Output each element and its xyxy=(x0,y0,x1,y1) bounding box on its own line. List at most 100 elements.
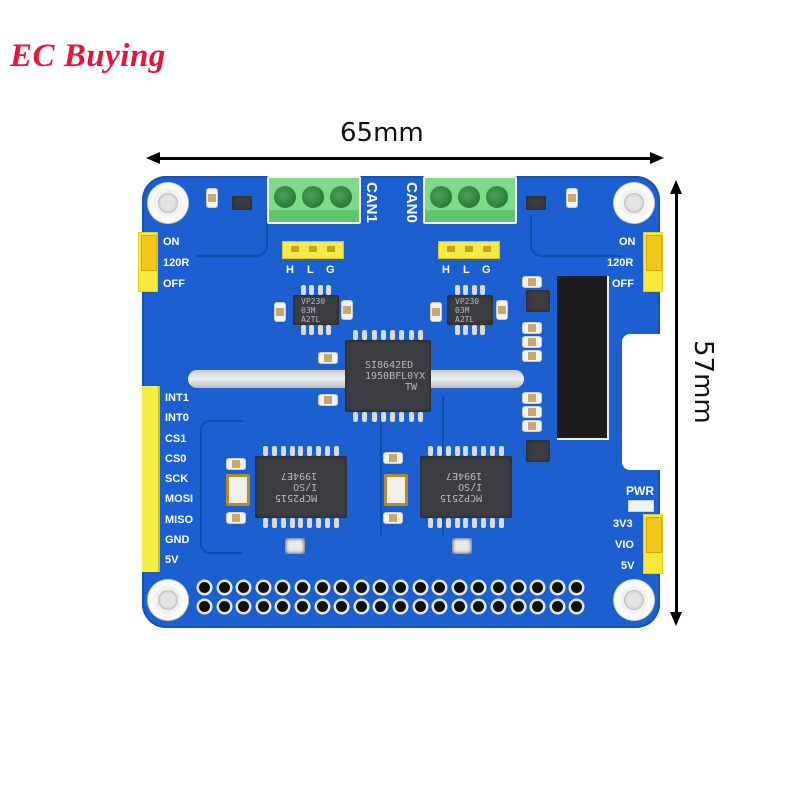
capacitor xyxy=(383,512,403,524)
screw-icon[interactable] xyxy=(430,186,452,208)
pin-label-cs0: CS0 xyxy=(165,452,187,465)
pin-label-cs1: CS1 xyxy=(165,432,187,445)
power-5v-label: 5V xyxy=(621,560,635,572)
can-transceiver-left: VP230 03M A2TL xyxy=(293,285,339,335)
pwr-label: PWR xyxy=(626,484,654,498)
right-jumper-off-label: OFF xyxy=(612,278,634,290)
screw-icon[interactable] xyxy=(486,186,508,208)
pin-label-miso: MISO xyxy=(165,513,194,526)
transistor xyxy=(232,196,252,210)
capacitor xyxy=(522,276,542,288)
resistor xyxy=(206,188,218,208)
screw-icon[interactable] xyxy=(274,186,296,208)
can-transceiver-right: VP230 03M A2TL xyxy=(447,285,493,335)
can1-terminal-block[interactable] xyxy=(267,176,361,224)
pin-label-mosi: MOSI xyxy=(165,493,194,506)
can0-label: CAN0 xyxy=(403,182,420,223)
spi-pin-header[interactable] xyxy=(142,386,160,572)
arrow-up-icon xyxy=(670,180,682,194)
left-jumper-off-label: OFF xyxy=(163,278,185,290)
pin-label-gnd: GND xyxy=(165,534,190,547)
resistor-array xyxy=(452,538,472,554)
pcb-trace xyxy=(200,420,242,554)
capacitor xyxy=(318,394,338,406)
chip-marking: MCP2515 I/SO 1994E7 xyxy=(440,470,483,503)
brand-logo: EC Buying xyxy=(10,38,166,74)
can1-pin-l: L xyxy=(307,264,314,276)
terminal-base xyxy=(269,210,359,222)
capacitor xyxy=(522,350,542,362)
power-vio-label: VIO xyxy=(615,539,634,551)
screw-icon[interactable] xyxy=(330,186,352,208)
crystal-oscillator xyxy=(384,474,408,506)
pcb-trace xyxy=(530,215,622,257)
mounting-hole xyxy=(614,183,654,223)
can-controller-right: MCP2515 I/SO 1994E7 xyxy=(420,446,512,528)
voltage-regulator xyxy=(526,440,550,462)
pcb-trace xyxy=(196,215,268,257)
can1-pin-header[interactable] xyxy=(282,241,344,259)
capacitor xyxy=(318,352,338,364)
capacitor xyxy=(522,420,542,432)
left-jumper-120r-label: 120R xyxy=(163,257,190,269)
mounting-hole xyxy=(148,580,188,620)
capacitor xyxy=(522,392,542,404)
mounting-hole xyxy=(614,580,654,620)
gpio-header-row-top xyxy=(199,582,583,593)
chip-marking: VP230 03M A2TL xyxy=(455,297,480,324)
can0-pin-h: H xyxy=(442,264,450,276)
chip-marking: SI8642ED 1950BFL0YX TW xyxy=(365,360,426,393)
capacitor xyxy=(226,458,246,470)
pin-label-int1: INT1 xyxy=(165,392,189,404)
board-notch xyxy=(622,334,662,470)
width-dimension-line xyxy=(152,157,652,160)
mounting-hole xyxy=(148,183,188,223)
power-led xyxy=(628,500,654,512)
chip-marking: MCP2515 I/SO 1994E7 xyxy=(275,470,318,503)
height-dimension-label: 57mm xyxy=(688,340,718,424)
pin-label-5v: 5V xyxy=(165,554,179,567)
arrow-left-icon xyxy=(146,152,160,164)
screw-icon[interactable] xyxy=(458,186,480,208)
terminal-base xyxy=(425,210,515,222)
voltage-regulator xyxy=(526,290,550,312)
digital-isolator-chip: SI8642ED 1950BFL0YX TW xyxy=(345,330,431,422)
isolated-dc-dc-module xyxy=(557,276,609,440)
can-controller-left: MCP2515 I/SO 1994E7 xyxy=(255,446,347,528)
spi-pin-labels: INT1 INT0 CS1 CS0 SCK MOSI MISO GND 5V xyxy=(165,388,193,571)
capacitor xyxy=(226,512,246,524)
pin-label-sck: SCK xyxy=(165,473,189,486)
transistor xyxy=(526,196,546,210)
arrow-right-icon xyxy=(650,152,664,164)
capacitor xyxy=(496,300,508,320)
resistor xyxy=(430,302,442,322)
can0-pin-header[interactable] xyxy=(438,241,500,259)
can1-pin-g: G xyxy=(326,264,335,276)
resistor-array xyxy=(285,538,305,554)
capacitor xyxy=(341,300,353,320)
pin-label-int0: INT0 xyxy=(165,412,189,425)
can0-pin-l: L xyxy=(463,264,470,276)
capacitor xyxy=(522,406,542,418)
capacitor xyxy=(522,336,542,348)
crystal-oscillator xyxy=(226,474,250,506)
screw-icon[interactable] xyxy=(302,186,324,208)
can1-pin-h: H xyxy=(286,264,294,276)
left-jumper-on-label: ON xyxy=(163,236,180,248)
right-termination-jumper[interactable] xyxy=(643,232,663,292)
resistor xyxy=(274,302,286,322)
power-3v3-label: 3V3 xyxy=(613,518,633,530)
right-jumper-120r-label: 120R xyxy=(607,257,634,269)
gpio-header-row-bottom xyxy=(199,601,583,612)
capacitor xyxy=(522,322,542,334)
power-select-jumper[interactable] xyxy=(643,514,663,574)
height-dimension-line xyxy=(675,188,678,620)
can0-pin-g: G xyxy=(482,264,491,276)
right-jumper-on-label: ON xyxy=(619,236,636,248)
resistor xyxy=(566,188,578,208)
can1-label: CAN1 xyxy=(363,182,380,223)
capacitor xyxy=(383,452,403,464)
left-termination-jumper[interactable] xyxy=(138,232,158,292)
arrow-down-icon xyxy=(670,612,682,626)
can0-terminal-block[interactable] xyxy=(423,176,517,224)
